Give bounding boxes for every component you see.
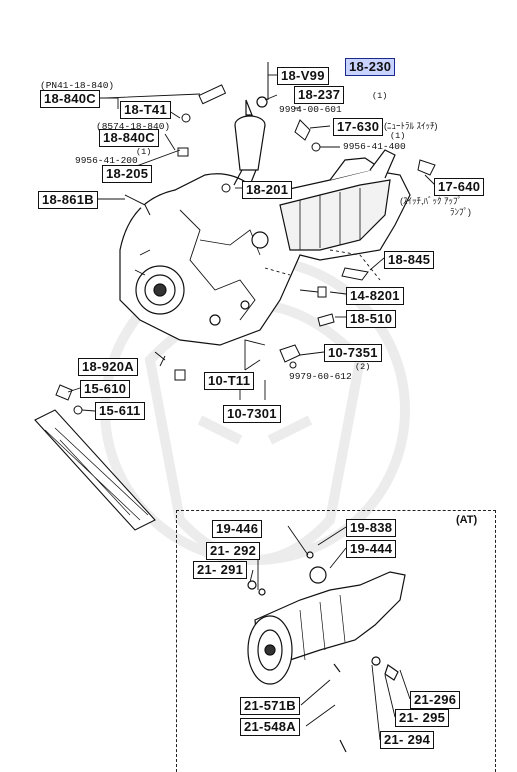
part-number-9994-00-601: 9994-00-601 <box>279 104 342 115</box>
part-label-19-838[interactable]: 19-838 <box>346 519 397 537</box>
part-label-18-T41[interactable]: 18-T41 <box>120 101 171 119</box>
part-label-18-861B[interactable]: 18-861B <box>38 191 98 209</box>
qty-9956-41-200: (1) <box>136 147 152 157</box>
part-label-15-610[interactable]: 15-610 <box>80 380 131 398</box>
part-label-18-201[interactable]: 18-201 <box>242 181 293 199</box>
part-label-15-611[interactable]: 15-611 <box>95 402 145 420</box>
part-label-21-295[interactable]: 21- 295 <box>395 709 450 727</box>
part-label-17-640[interactable]: 17-640 <box>434 178 485 196</box>
part-label-21-291[interactable]: 21- 291 <box>193 561 248 579</box>
at-section-tag: (AT) <box>456 514 478 526</box>
part-label-21-548A[interactable]: 21-548A <box>240 718 300 736</box>
part-label-19-444[interactable]: 19-444 <box>346 540 397 558</box>
part-label-18-510[interactable]: 18-510 <box>346 310 397 328</box>
part-label-18-845[interactable]: 18-845 <box>384 251 435 269</box>
part-label-10-7351[interactable]: 10-7351 <box>324 344 382 362</box>
part-label-10-7301[interactable]: 10-7301 <box>223 405 281 423</box>
part-label-18-230[interactable]: 18-230 <box>345 58 396 76</box>
part-number-9956-41-200: 9956-41-200 <box>75 155 138 166</box>
part-note-8574: (8574-18-840) <box>96 121 171 132</box>
part-label-10-T11[interactable]: 10-T11 <box>204 372 255 390</box>
manual-transmission <box>119 149 411 346</box>
part-label-18-V99[interactable]: 18-V99 <box>277 67 329 85</box>
part-label-19-446[interactable]: 19-446 <box>212 520 263 538</box>
automatic-transmission <box>247 551 406 753</box>
part-label-18-205[interactable]: 18-205 <box>102 165 153 183</box>
part-label-17-630[interactable]: 17-630 <box>333 118 384 136</box>
small-parts <box>55 84 436 415</box>
part-label-21-292[interactable]: 21- 292 <box>206 542 261 560</box>
qty-9956-41-400: (1) <box>390 131 406 141</box>
note-backup-switch-line2: ﾗﾝﾌﾟ) <box>450 207 471 217</box>
part-label-18-840C-b[interactable]: 18-840C <box>99 129 159 147</box>
part-number-9956-41-400: 9956-41-400 <box>343 141 406 152</box>
qty-9994: (1) <box>372 91 388 101</box>
qty-9979: (2) <box>355 362 371 372</box>
at-section-frame <box>176 510 496 772</box>
part-label-18-237[interactable]: 18-237 <box>294 86 345 104</box>
part-label-21-571B[interactable]: 21-571B <box>240 697 300 715</box>
part-label-21-296[interactable]: 21-296 <box>410 691 461 709</box>
part-label-14-8201[interactable]: 14-8201 <box>346 287 404 305</box>
note-backup-switch-line1: (ｽｲｯﾁ,ﾊﾞｯｸ ｱｯﾌﾟ <box>400 196 462 206</box>
part-note-pn41: (PN41-18-840) <box>40 80 115 91</box>
note-neutral-switch: (ﾆｭｰﾄﾗﾙ ｽｲｯﾁ) <box>384 121 438 131</box>
oil-pan <box>34 409 156 531</box>
part-number-9979-60-612: 9979-60-612 <box>289 371 352 382</box>
part-label-18-920A[interactable]: 18-920A <box>78 358 138 376</box>
shift-lever-assembly <box>233 62 269 186</box>
part-label-18-840C-a[interactable]: 18-840C <box>40 90 100 108</box>
part-label-21-294[interactable]: 21- 294 <box>380 731 435 749</box>
